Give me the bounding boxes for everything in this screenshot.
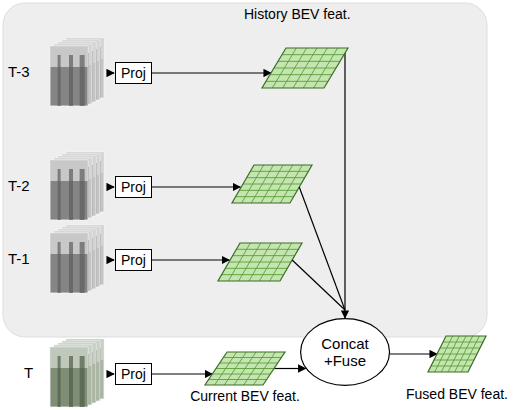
grid-line: [222, 274, 284, 275]
process-box: Proj: [115, 249, 152, 271]
frame-stack: [50, 339, 104, 407]
process-box: Proj: [115, 176, 152, 198]
grid-outline: [232, 165, 312, 203]
time-label: T-1: [8, 250, 30, 268]
grid-outline: [218, 243, 302, 281]
grid-fill: [262, 48, 348, 88]
bev-grid: Fused BEV feat.: [428, 336, 486, 372]
frame-tree: [69, 169, 73, 220]
frame-stack: [50, 152, 104, 220]
bev-grid: Current BEV feat.: [205, 352, 285, 385]
process-box: Proj: [115, 62, 152, 84]
grid-outline: [262, 48, 348, 88]
frame-tree: [69, 356, 73, 407]
flow-arrow: [152, 72, 271, 73]
flow-arrow: [344, 53, 345, 318]
video-frame: [50, 160, 88, 220]
time-label: T: [24, 364, 33, 382]
bev-grid-art: [205, 352, 285, 385]
frame-tree: [58, 169, 61, 220]
projection-arrow: [152, 186, 240, 187]
history-wire: [292, 260, 345, 310]
flow-arrow: [152, 373, 212, 374]
grid-line: [239, 190, 297, 191]
grid-line: [303, 48, 327, 88]
input-arrow: [108, 259, 114, 260]
grid-line: [229, 262, 291, 263]
grid-line: [253, 352, 275, 385]
grid-line: [236, 196, 294, 197]
grid-line: [244, 352, 266, 385]
input-arrow: [108, 186, 114, 187]
grid-fill: [218, 243, 302, 281]
bev-grid: [218, 243, 302, 281]
grid-line: [274, 68, 336, 69]
time-label: T-2: [8, 177, 30, 195]
feature-caption: Current BEV feat.: [190, 388, 300, 405]
grid-line: [431, 366, 471, 367]
grid-line: [216, 368, 274, 369]
box-label: Proj: [121, 366, 146, 382]
frame-tree: [80, 356, 85, 407]
box-label: Proj: [121, 65, 146, 81]
grid-line: [271, 165, 293, 203]
frame-tree: [80, 55, 85, 106]
input-arrow: [108, 373, 114, 374]
video-frame: [50, 347, 88, 407]
box-label: Proj: [121, 252, 146, 268]
flow-arrow: [274, 368, 306, 369]
video-frame: [50, 46, 88, 106]
grid-line: [212, 374, 270, 375]
frame-tree: [58, 356, 61, 407]
grid-line: [314, 48, 338, 88]
grid-line: [259, 243, 281, 281]
box-label: Proj: [121, 179, 146, 195]
grid-fill: [205, 352, 285, 385]
bev-grid-art: [262, 48, 348, 88]
ellipse-label: Concat +Fuse: [314, 335, 376, 369]
projection-arrow: [152, 259, 229, 260]
frame-tree: [69, 242, 73, 293]
flow-arrow: [390, 353, 437, 354]
frame-stack: [50, 225, 104, 293]
grid-line: [225, 268, 287, 269]
feature-caption: History BEV feat.: [244, 6, 351, 23]
grid-fill: [232, 165, 312, 203]
frame-tree: [58, 55, 61, 106]
bev-grid-art: [428, 336, 486, 372]
history-region: [3, 3, 487, 337]
frame-stack: [50, 38, 104, 106]
grid-line: [209, 379, 267, 380]
grid-outline: [205, 352, 285, 385]
input-arrow: [108, 72, 114, 73]
grid-line: [270, 74, 332, 75]
grid-line: [280, 165, 302, 203]
ellipse-shape: [301, 319, 390, 386]
grid-line: [270, 243, 292, 281]
time-label: T-3: [8, 63, 30, 81]
frame-tree: [58, 242, 61, 293]
frame-tree: [80, 242, 85, 293]
video-frame: [50, 233, 88, 293]
bev-grid: [232, 165, 312, 203]
bev-grid: History BEV feat.: [262, 48, 348, 88]
history-wire: [299, 187, 345, 310]
grid-line: [266, 81, 328, 82]
fusion-ellipse: Concat +Fuse: [300, 318, 390, 386]
frame-tree: [69, 55, 73, 106]
grid-outline: [428, 336, 486, 372]
frame-tree: [80, 169, 85, 220]
feature-caption: Fused BEV feat.: [406, 386, 508, 403]
grid-fill: [428, 336, 486, 372]
process-box: Proj: [115, 363, 152, 385]
grid-line: [243, 184, 301, 185]
